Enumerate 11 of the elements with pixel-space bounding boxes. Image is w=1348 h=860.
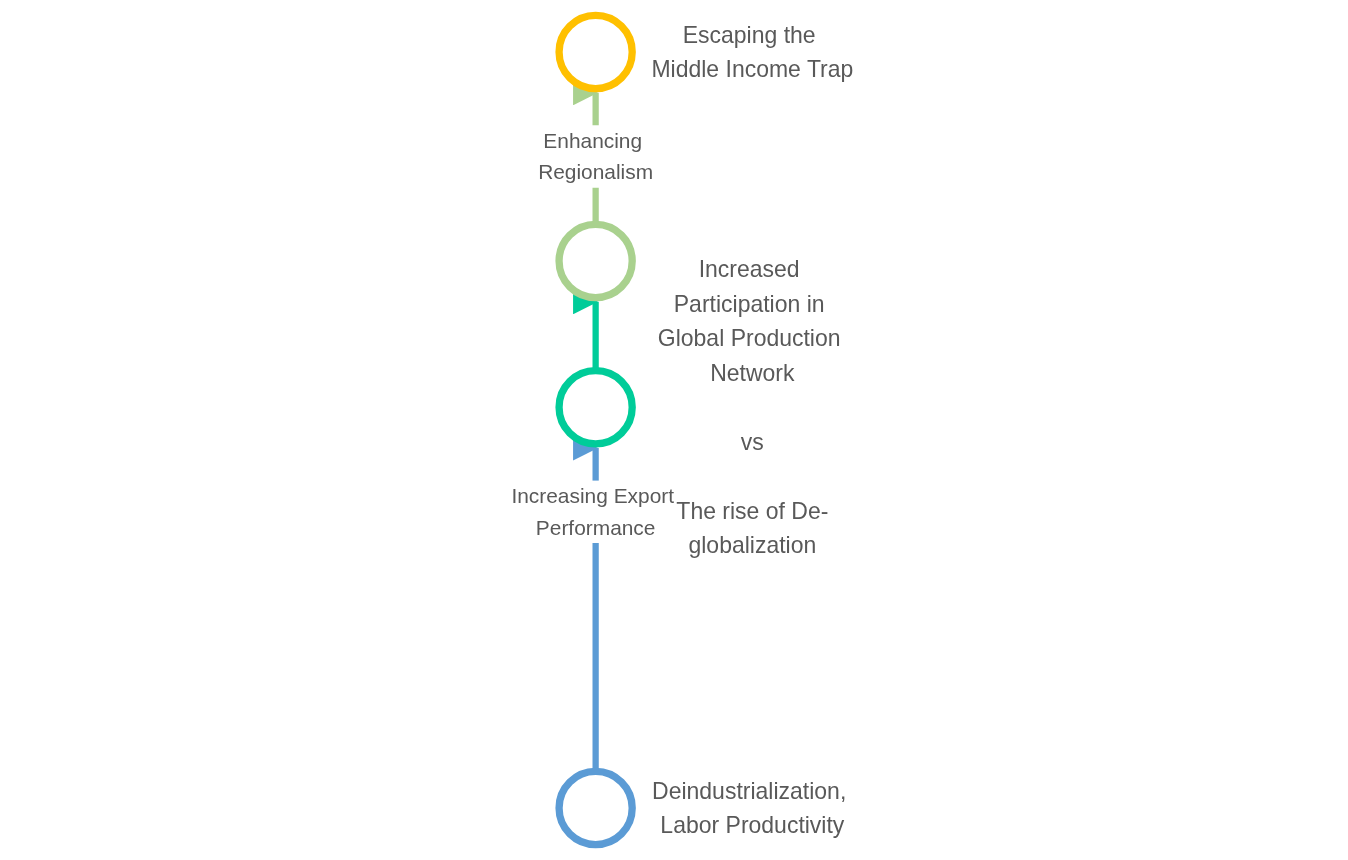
node-label: Increased Participation in Global Production Network [657,256,841,386]
node-circle [555,367,636,448]
node-circle [555,220,636,302]
node-circle [555,11,636,93]
node-label: vs [740,428,764,455]
node-circle [555,767,636,849]
edge-label: Increasing Export Performance [511,484,675,539]
node-label: Escaping the Middle Income Trap [651,21,854,83]
node-label: The rise of De-globalization [676,497,829,559]
node-label: Deindustrialization, Labor Productivity [652,777,847,839]
edge-label: Enhancing Regionalism [538,129,654,184]
